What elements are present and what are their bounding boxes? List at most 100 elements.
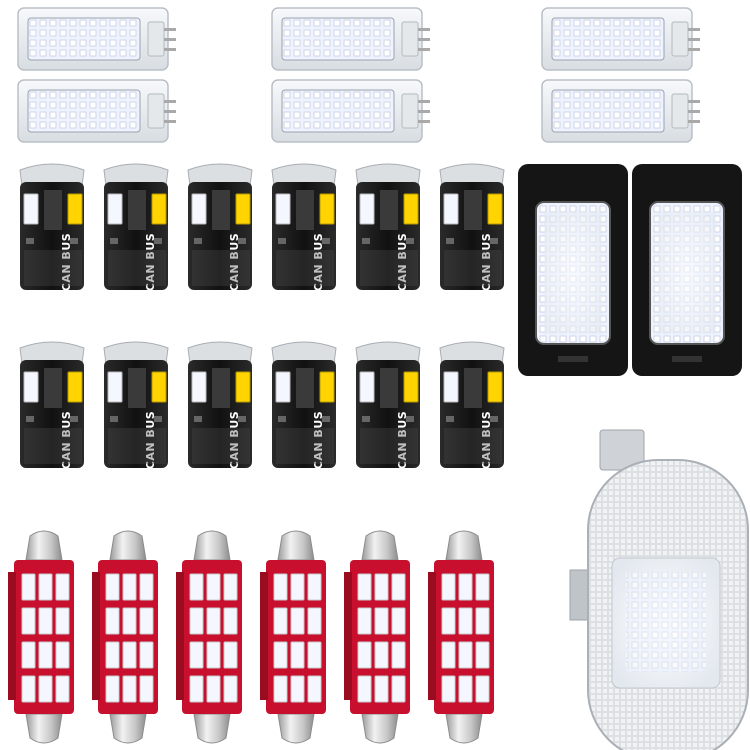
led-chip bbox=[475, 641, 490, 669]
resistor bbox=[70, 416, 78, 422]
board-shade bbox=[360, 428, 418, 464]
connector-pin bbox=[688, 28, 700, 31]
led-white bbox=[23, 193, 39, 225]
center-strip bbox=[212, 368, 230, 408]
center-strip bbox=[128, 368, 146, 408]
t10-bulb: CAN BUS bbox=[19, 163, 85, 291]
connector-pin bbox=[688, 110, 700, 113]
led-chip bbox=[189, 641, 204, 669]
connector-pin bbox=[418, 28, 430, 31]
led-chip bbox=[223, 573, 238, 601]
led-chip bbox=[122, 607, 137, 635]
t10-bulb: CAN BUS bbox=[187, 341, 253, 469]
connector-pin bbox=[418, 38, 430, 41]
interior-led-module bbox=[541, 79, 700, 143]
resistor bbox=[238, 238, 246, 244]
connector-pin bbox=[688, 38, 700, 41]
led-chip bbox=[206, 573, 221, 601]
led-chip bbox=[441, 607, 456, 635]
led-chip bbox=[441, 641, 456, 669]
t10-bulb: CAN BUS bbox=[439, 163, 505, 291]
interior-led-modules bbox=[17, 7, 700, 143]
resistor bbox=[70, 238, 78, 244]
led-chip bbox=[122, 573, 137, 601]
connector-pin bbox=[164, 28, 176, 31]
center-strip bbox=[296, 368, 314, 408]
board-shade bbox=[192, 250, 250, 286]
t10-bulb: CAN BUS bbox=[439, 341, 505, 469]
led-yellow bbox=[67, 193, 83, 225]
led-chip bbox=[139, 573, 154, 601]
interior-led-module bbox=[541, 7, 700, 71]
pcb-edge bbox=[428, 572, 436, 700]
led-white bbox=[443, 193, 459, 225]
led-chip bbox=[290, 607, 305, 635]
led-panel bbox=[27, 17, 141, 61]
connector-pin bbox=[164, 100, 176, 103]
connector-pin bbox=[164, 38, 176, 41]
resistor bbox=[322, 238, 330, 244]
metal-cap-top bbox=[109, 530, 147, 561]
led-chip bbox=[223, 675, 238, 703]
resistor bbox=[26, 238, 34, 244]
led-chip bbox=[475, 675, 490, 703]
led-chip bbox=[55, 675, 70, 703]
led-panel bbox=[551, 89, 665, 133]
t10-bulb: CAN BUS bbox=[271, 341, 337, 469]
led-chip bbox=[55, 607, 70, 635]
led-chip bbox=[21, 607, 36, 635]
led-chip bbox=[307, 641, 322, 669]
board-label: CAN BUS bbox=[312, 233, 325, 291]
led-yellow bbox=[487, 371, 503, 403]
led-yellow bbox=[151, 371, 167, 403]
board-shade bbox=[444, 428, 502, 464]
board-label: CAN BUS bbox=[396, 233, 409, 291]
led-chip bbox=[189, 607, 204, 635]
metal-cap-bottom bbox=[445, 713, 483, 744]
led-chip bbox=[391, 641, 406, 669]
center-strip bbox=[128, 190, 146, 230]
led-chip bbox=[139, 641, 154, 669]
resistor bbox=[110, 416, 118, 422]
center-strip bbox=[380, 368, 398, 408]
connector-pin bbox=[418, 48, 430, 51]
led-chip bbox=[290, 573, 305, 601]
led-chip bbox=[357, 573, 372, 601]
led-chip bbox=[189, 573, 204, 601]
board-label: CAN BUS bbox=[144, 233, 157, 291]
led-white bbox=[191, 371, 207, 403]
led-chip bbox=[55, 641, 70, 669]
led-chip bbox=[139, 675, 154, 703]
board-label: CAN BUS bbox=[312, 411, 325, 469]
board-shade bbox=[360, 250, 418, 286]
connector bbox=[401, 21, 419, 57]
led-chip bbox=[21, 573, 36, 601]
led-white bbox=[275, 193, 291, 225]
led-chip bbox=[374, 675, 389, 703]
led-white bbox=[107, 371, 123, 403]
interior-led-module bbox=[271, 7, 430, 71]
led-chip bbox=[105, 641, 120, 669]
resistor bbox=[406, 238, 414, 244]
board-label: CAN BUS bbox=[228, 411, 241, 469]
connector bbox=[671, 93, 689, 129]
led-chip bbox=[273, 641, 288, 669]
led-chip bbox=[374, 641, 389, 669]
board-shade bbox=[192, 428, 250, 464]
board-shade bbox=[24, 428, 82, 464]
led-chip bbox=[290, 675, 305, 703]
plate-notch bbox=[672, 356, 702, 362]
led-chip bbox=[357, 641, 372, 669]
led-chip bbox=[105, 675, 120, 703]
festoon-bulb bbox=[176, 530, 242, 744]
festoon-bulb bbox=[428, 530, 494, 744]
led-yellow bbox=[235, 371, 251, 403]
led-chip bbox=[458, 641, 473, 669]
pcb-edge bbox=[8, 572, 16, 700]
festoon-bulb bbox=[92, 530, 158, 744]
board-label: CAN BUS bbox=[60, 233, 73, 291]
led-chip bbox=[122, 675, 137, 703]
resistor bbox=[490, 238, 498, 244]
led-yellow bbox=[403, 193, 419, 225]
led-chip bbox=[189, 675, 204, 703]
